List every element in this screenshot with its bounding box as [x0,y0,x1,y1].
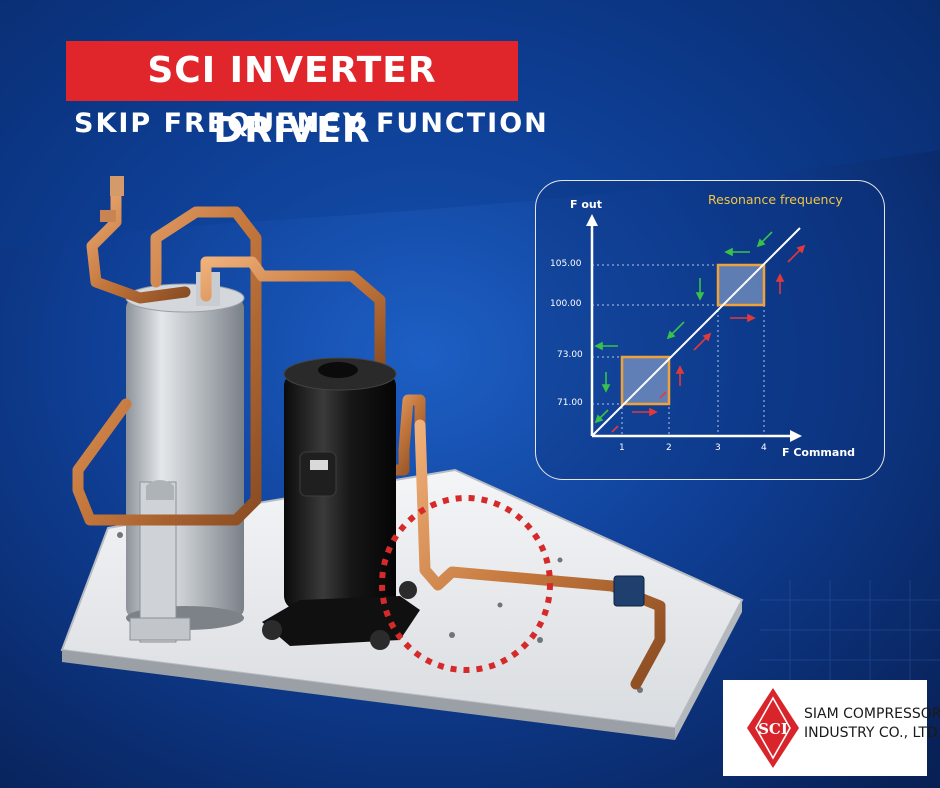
x-tick-label: 1 [619,443,625,453]
x-tick-label: 3 [715,443,721,453]
output-diagonal [591,227,801,437]
page-subtitle: SKIP FREQUENCY FUNCTION [74,108,549,139]
copper-piping [72,184,666,690]
skip-frequency-chart-panel [535,180,885,480]
title-banner [66,41,518,101]
y-tick-label: 71.00 [557,398,583,408]
decrease-arrows [594,231,773,424]
y-tick-label: 73.00 [557,350,583,360]
y-tick-label: 105.00 [550,259,582,269]
x-axis-arrow [790,430,802,442]
y-tick-label: 100.00 [550,299,582,309]
logo-mark-text: SCI [758,720,788,738]
highlight-circle [379,495,553,673]
pipe-fitting [100,210,116,222]
reference-lines [592,264,765,436]
accumulator-tank [125,272,245,643]
company-name-line2: INDUSTRY CO., LTD. [804,725,940,741]
compressor-unit [262,357,420,650]
company-name-line1: SIAM COMPRESSOR [804,706,940,722]
page-title: SCI INVERTER DRIVER [147,50,437,151]
x-axis-label: F Command [782,446,856,459]
resonance-annotation: Resonance frequency [708,192,843,207]
company-name: SIAM COMPRESSOR INDUSTRY CO., LTD. [804,705,940,743]
increase-arrows [611,244,806,433]
y-axis-label: F out [570,198,602,211]
x-tick-label: 4 [761,443,767,453]
pipe-fitting [110,176,124,196]
pipe-bracket [613,575,645,607]
x-tick-label: 2 [666,443,672,453]
y-axis-arrow [586,214,598,226]
logo-mark: SCI [747,688,799,768]
